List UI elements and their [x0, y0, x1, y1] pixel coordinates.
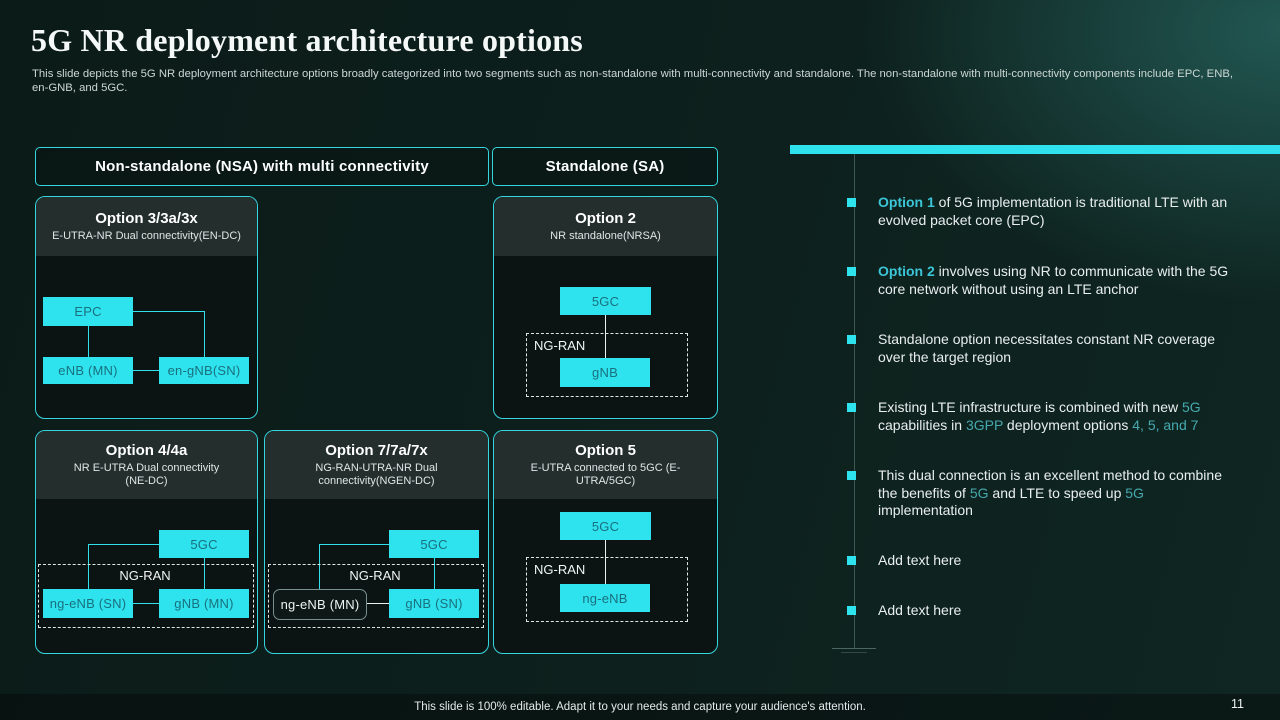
bullet-item-4: Existing LTE infrastructure is combined …	[878, 399, 1201, 433]
bullet-marker	[847, 471, 856, 480]
card-option-2-header: Option 2 NR standalone(NRSA)	[494, 197, 717, 256]
bullet-item-7: Add text here	[878, 602, 962, 618]
node-epc: EPC	[43, 297, 133, 326]
guide-line-end-tick	[841, 652, 867, 653]
node-ngenb-mn: ng-eNB (MN)	[273, 589, 367, 620]
bullet-marker	[847, 267, 856, 276]
node-5gc: 5GC	[389, 530, 479, 558]
guide-line-end-tick	[832, 648, 876, 649]
card-option-2: Option 2 NR standalone(NRSA) NG-RAN 5GC …	[493, 196, 718, 419]
bullet-marker	[847, 606, 856, 615]
card-option-4: Option 4/4a NR E-UTRA Dual connectivity …	[35, 430, 258, 654]
ng-ran-label: NG-RAN	[349, 568, 401, 583]
connector-line	[319, 544, 320, 589]
nsa-header-label: Non-standalone (NSA) with multi connecti…	[95, 158, 429, 175]
bullet-item-5: This dual connection is an excellent met…	[878, 467, 1222, 518]
node-gnb-mn: gNB (MN)	[159, 589, 249, 618]
node-gnb: gNB	[560, 358, 650, 387]
bullet-marker	[847, 403, 856, 412]
card-option-3-header: Option 3/3a/3x E-UTRA-NR Dual connectivi…	[36, 197, 257, 256]
card-option-7-subtitle: NG-RAN-UTRA-NR Dual connectivity(NGEN-DC…	[315, 462, 438, 487]
sa-header-label: Standalone (SA)	[545, 158, 665, 175]
card-option-3-subtitle: E-UTRA-NR Dual connectivity(EN-DC)	[52, 230, 241, 242]
card-option-2-subtitle: NR standalone(NRSA)	[550, 230, 661, 242]
footer-strip: This slide is 100% editable. Adapt it to…	[0, 694, 1280, 720]
card-option-7: Option 7/7a/7x NG-RAN-UTRA-NR Dual conne…	[264, 430, 489, 654]
card-option-7-header: Option 7/7a/7x NG-RAN-UTRA-NR Dual conne…	[265, 431, 488, 499]
page-number: 11	[1231, 697, 1244, 711]
ng-ran-label: NG-RAN	[534, 338, 586, 353]
node-5gc: 5GC	[560, 287, 651, 315]
card-option-5-subtitle: E-UTRA connected to 5GC (E-UTRA/5GC)	[530, 462, 681, 487]
bullet-marker	[847, 556, 856, 565]
connector-line	[365, 603, 389, 604]
node-engnb-sn: en-gNB(SN)	[159, 357, 249, 384]
connector-line	[204, 311, 205, 357]
bullet-item-3: Standalone option necessitates constant …	[878, 331, 1215, 365]
card-option-7-title: Option 7/7a/7x	[325, 442, 428, 459]
bullet-marker	[847, 198, 856, 207]
node-5gc: 5GC	[560, 512, 651, 540]
bullet-item-1: Option 1 of 5G implementation is traditi…	[878, 194, 1228, 228]
node-enb-mn: eNB (MN)	[43, 357, 133, 384]
card-option-5: Option 5 E-UTRA connected to 5GC (E-UTRA…	[493, 430, 718, 654]
connector-line	[88, 326, 89, 357]
connector-line	[605, 315, 606, 358]
card-option-3: Option 3/3a/3x E-UTRA-NR Dual connectivi…	[35, 196, 258, 419]
card-option-2-title: Option 2	[575, 210, 636, 227]
connector-line	[605, 540, 606, 584]
ng-ran-dashed-box	[38, 564, 254, 628]
ng-ran-dashed-box	[526, 333, 688, 397]
ng-ran-dashed-box	[526, 557, 688, 622]
card-option-5-header: Option 5 E-UTRA connected to 5GC (E-UTRA…	[494, 431, 717, 499]
node-gnb-sn: gNB (SN)	[389, 589, 479, 618]
bullet-item-2: Option 2 involves using NR to communicat…	[878, 263, 1229, 297]
ng-ran-label: NG-RAN	[119, 568, 171, 583]
ng-ran-label: NG-RAN	[534, 562, 586, 577]
page-subtitle: This slide depicts the 5G NR deployment …	[32, 68, 1234, 94]
connector-line	[204, 558, 205, 589]
accent-bar	[790, 145, 1280, 154]
node-ngenb-sn: ng-eNB (SN)	[43, 589, 133, 618]
bullet-marker	[847, 335, 856, 344]
node-5gc: 5GC	[159, 530, 249, 558]
card-option-4-header: Option 4/4a NR E-UTRA Dual connectivity …	[36, 431, 257, 499]
card-option-4-subtitle: NR E-UTRA Dual connectivity (NE-DC)	[73, 462, 220, 487]
card-option-3-title: Option 3/3a/3x	[95, 210, 198, 227]
connector-line	[434, 558, 435, 589]
card-option-5-title: Option 5	[575, 442, 636, 459]
card-option-4-title: Option 4/4a	[105, 442, 188, 459]
bullet-item-6: Add text here	[878, 552, 962, 568]
connector-line	[88, 544, 89, 589]
connector-line	[133, 370, 159, 371]
footer-note: This slide is 100% editable. Adapt it to…	[414, 701, 866, 713]
ng-ran-dashed-box	[268, 564, 484, 628]
connector-line	[133, 311, 204, 312]
connector-line	[319, 544, 389, 545]
bullet-guide-line	[854, 154, 855, 648]
page-title: 5G NR deployment architecture options	[31, 22, 583, 58]
node-ngenb: ng-eNB	[560, 584, 650, 612]
sa-column-header: Standalone (SA)	[492, 147, 718, 186]
nsa-column-header: Non-standalone (NSA) with multi connecti…	[35, 147, 489, 186]
connector-line	[133, 603, 159, 604]
connector-line	[88, 544, 159, 545]
